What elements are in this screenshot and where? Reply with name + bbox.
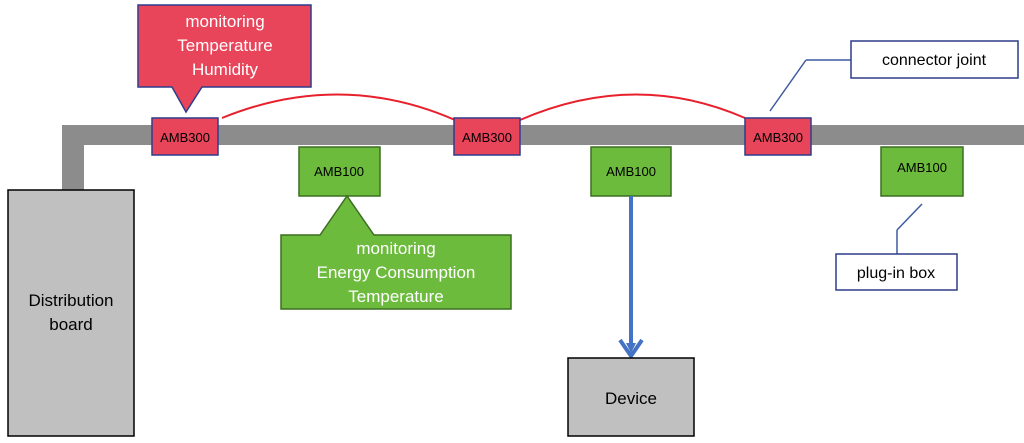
amb300-callout-line3: Humidity xyxy=(192,60,259,79)
distribution-board-label-line2: board xyxy=(49,315,92,334)
amb100-unit-3-label: AMB100 xyxy=(897,160,947,175)
device-box: Device xyxy=(567,357,695,437)
amb300-unit-2: AMB300 xyxy=(453,117,521,156)
amb100-callout-line1: monitoring xyxy=(356,239,435,258)
connector-joint-label-box: connector joint xyxy=(850,40,1019,79)
distribution-board: Distribution board xyxy=(7,189,135,437)
device-feed-arrowhead xyxy=(618,338,644,360)
connector-joint-leader-line xyxy=(769,59,807,112)
amb300-link-curve-2 xyxy=(519,93,746,121)
amb100-unit-1: AMB100 xyxy=(298,146,381,197)
amb300-monitoring-callout: monitoring Temperature Humidity xyxy=(137,4,312,114)
distribution-board-label-line1: Distribution xyxy=(28,291,113,310)
amb300-unit-1-label: AMB300 xyxy=(160,130,210,145)
amb100-monitoring-callout: monitoring Energy Consumption Temperatur… xyxy=(280,194,512,310)
amb300-callout-line2: Temperature xyxy=(177,36,272,55)
plug-in-box-leader-line xyxy=(896,203,923,231)
amb100-unit-3: AMB100 xyxy=(880,146,964,197)
connector-joint-label: connector joint xyxy=(882,52,987,69)
amb300-unit-3-label: AMB300 xyxy=(753,130,803,145)
device-label: Device xyxy=(605,389,657,408)
amb100-unit-2-label: AMB100 xyxy=(606,164,656,179)
amb100-callout-line2: Energy Consumption xyxy=(317,263,476,282)
plug-in-box-label: plug-in box xyxy=(857,265,935,282)
amb300-link-curve-1 xyxy=(221,93,456,121)
amb300-unit-3: AMB300 xyxy=(744,117,812,156)
amb300-unit-1: AMB300 xyxy=(151,117,219,156)
plug-in-box-label-box: plug-in box xyxy=(835,253,958,291)
amb100-unit-2: AMB100 xyxy=(590,146,672,197)
amb100-callout-line3: Temperature xyxy=(348,287,443,306)
amb300-unit-2-label: AMB300 xyxy=(462,130,512,145)
amb100-unit-1-label: AMB100 xyxy=(314,164,364,179)
amb300-callout-line1: monitoring xyxy=(185,12,264,31)
